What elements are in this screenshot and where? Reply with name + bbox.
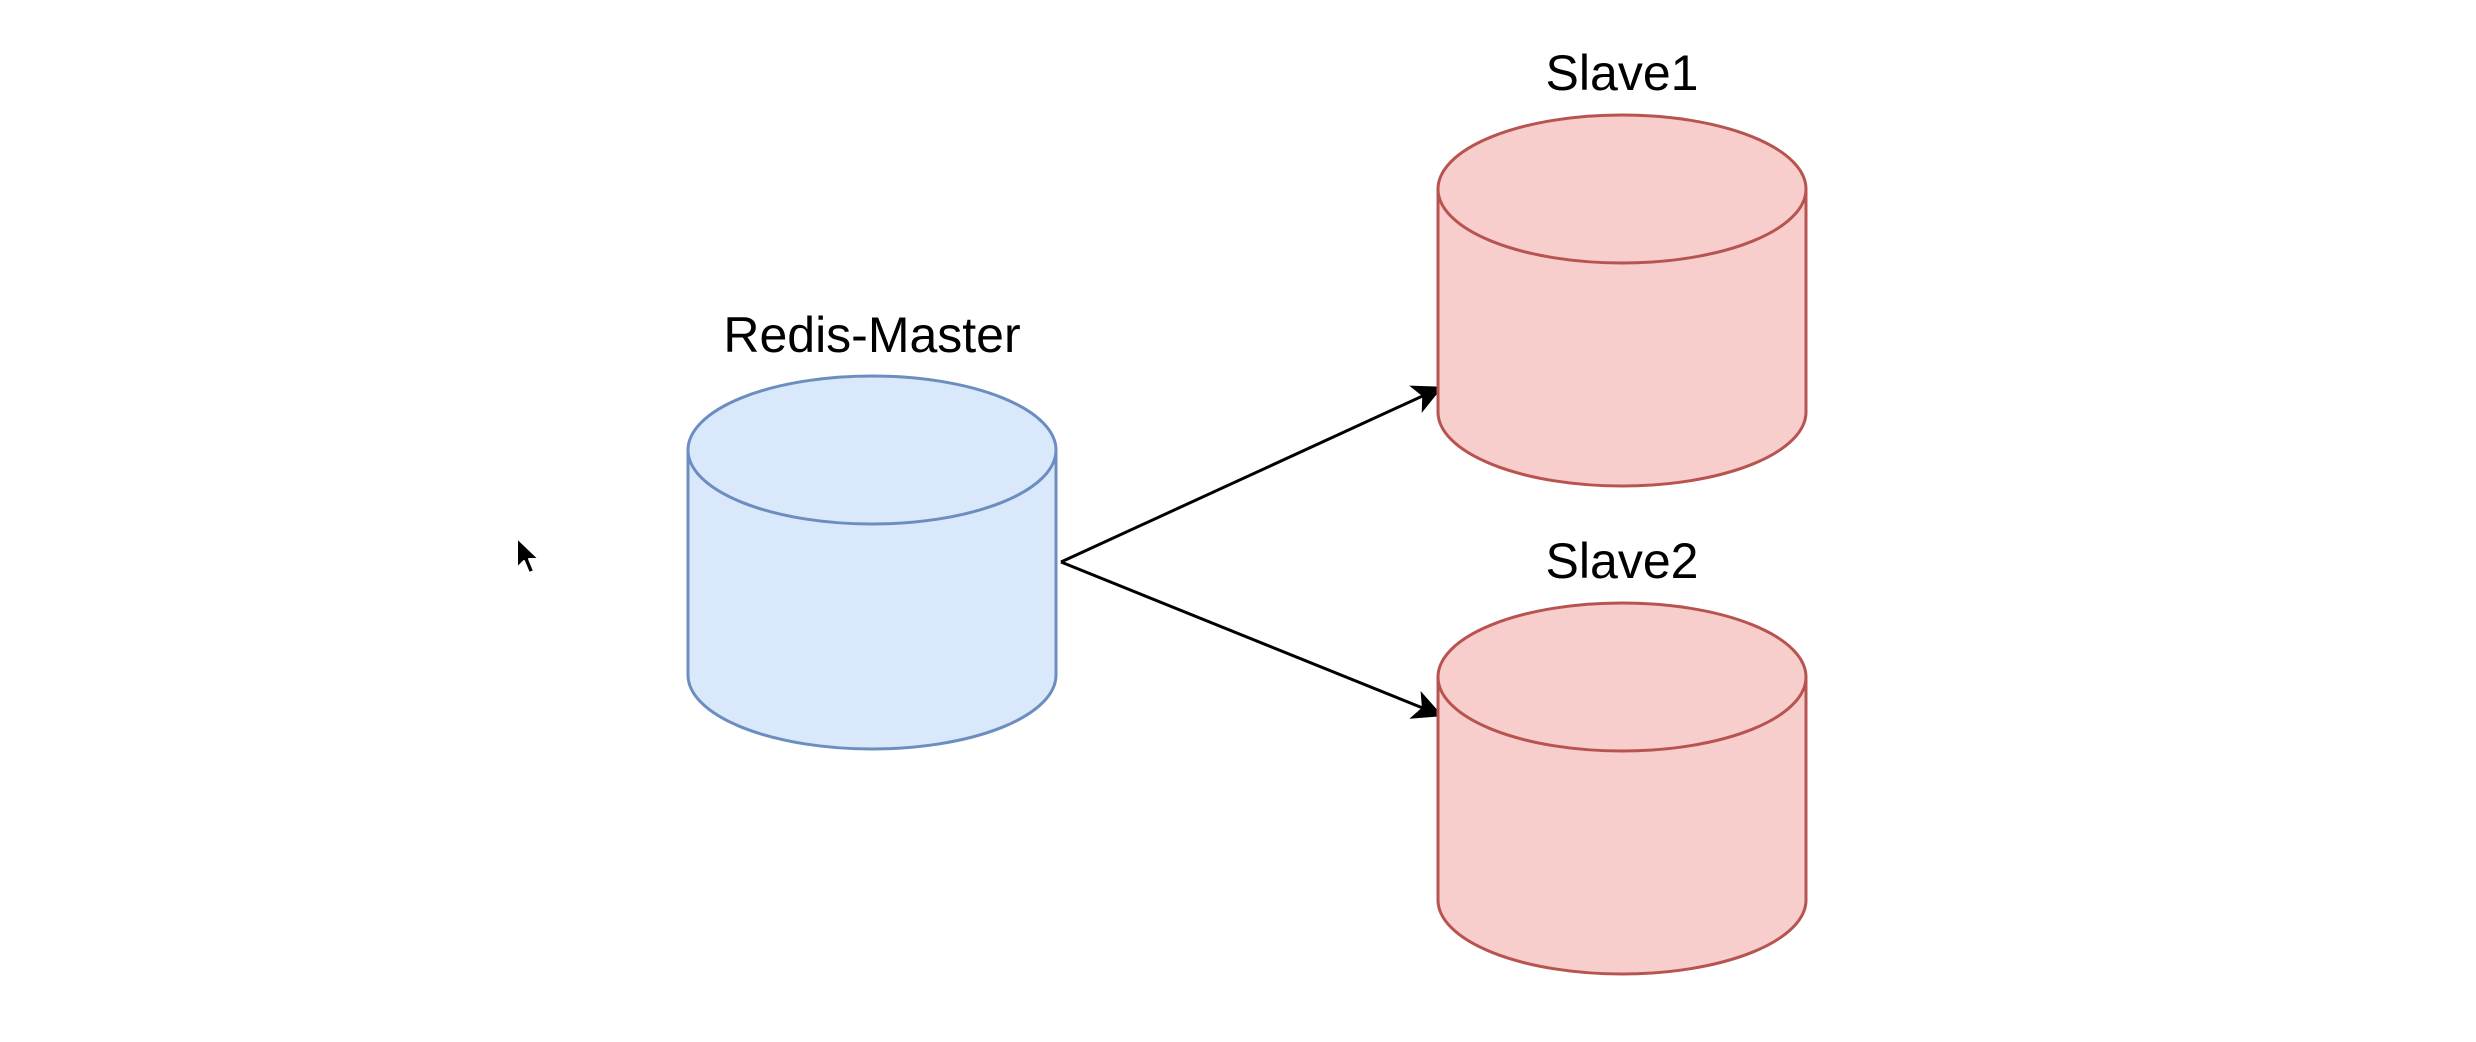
edge-master-to-slave1[interactable] [1060,385,1443,564]
node-redis-master[interactable]: Redis-Master [686,307,1058,751]
edge-master-to-slave2[interactable] [1060,560,1443,719]
cylinder-top-slave2 [1436,601,1808,753]
node-slave2[interactable]: Slave2 [1436,533,1808,976]
mouse-pointer-icon [516,537,540,574]
node-label-slave2: Slave2 [1546,533,1699,589]
cylinder-top-master [686,374,1058,526]
node-label-slave1: Slave1 [1546,45,1699,101]
node-slave1[interactable]: Slave1 [1436,45,1808,488]
cylinder-body-master [686,450,1058,751]
edges [1060,385,1443,719]
cylinder-top-slave1 [1436,113,1808,265]
cylinder-body-slave1 [1436,189,1808,488]
cylinder-body-slave2 [1436,677,1808,976]
node-label-master: Redis-Master [723,307,1020,363]
